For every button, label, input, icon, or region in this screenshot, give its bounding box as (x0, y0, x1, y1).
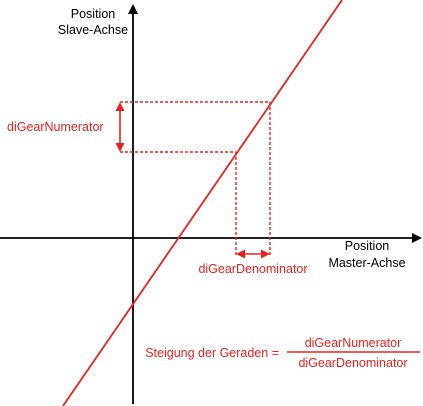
gear-ratio-line (62, 0, 343, 406)
y-axis-label-line1: Position (71, 7, 116, 21)
numerator-label: diGearNumerator (7, 120, 104, 134)
formula-numerator: diGearNumerator (305, 336, 402, 350)
denominator-label: diGearDenominator (198, 262, 307, 276)
slope-triangle-guides (120, 101, 271, 257)
x-axis-label-line1: Position (345, 239, 390, 253)
y-axis-label-line2: Slave-Achse (58, 23, 128, 37)
x-axis-label-line2: Master-Achse (328, 256, 405, 270)
formula-denominator: diGearDenominator (298, 356, 407, 370)
formula-lhs: Steigung der Geraden = (145, 346, 279, 360)
